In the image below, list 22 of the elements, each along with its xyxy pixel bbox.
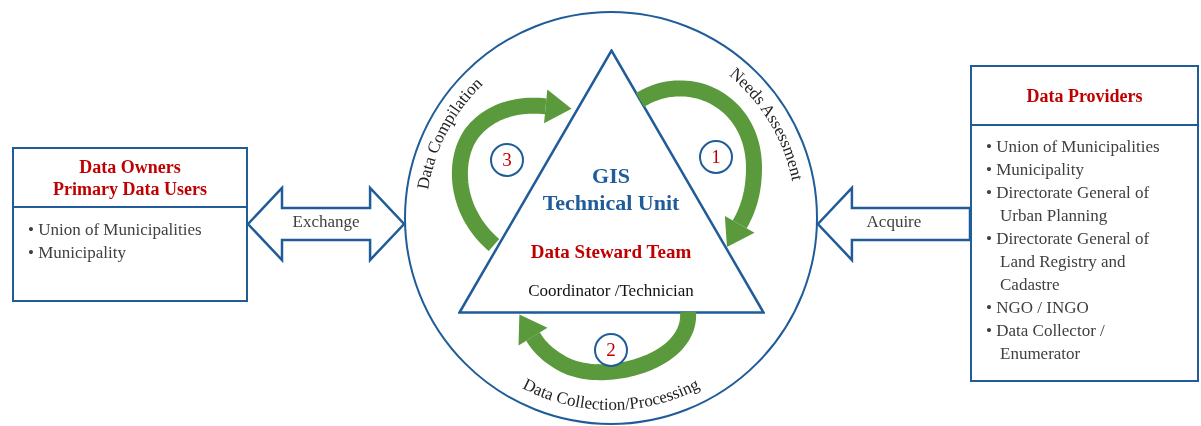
edge-label: Exchange [290,212,362,232]
step-number: 1 [699,140,733,174]
list-item: • Union of Municipalities [28,219,203,241]
cycle-arrow [635,80,762,247]
list-item: • Directorate General of Urban Planning [986,182,1151,227]
step-number: 3 [490,143,524,177]
info-card [12,147,248,302]
cycle-circle [404,11,818,425]
role-text: Coordinator /Technician [527,280,695,302]
list-item: • Municipality [986,159,1086,181]
team-title: Data Steward Team [529,240,693,264]
unit-title: GIS Technical Unit [541,162,681,216]
info-card [970,65,1199,382]
list-item: • Municipality [28,242,128,264]
card-heading: Data Providers [972,67,1197,126]
step-number: 2 [594,333,628,367]
list-item: • NGO / INGO [986,297,1090,319]
list-item: • Directorate General of Land Registry and Cadastre [986,228,1151,296]
list-item: • Data Collector / Enumerator [986,320,1106,365]
cycle-arrow [451,89,572,251]
card-heading: Data Owners Primary Data Users [14,149,246,208]
list-item: • Union of Municipalities [986,136,1161,158]
